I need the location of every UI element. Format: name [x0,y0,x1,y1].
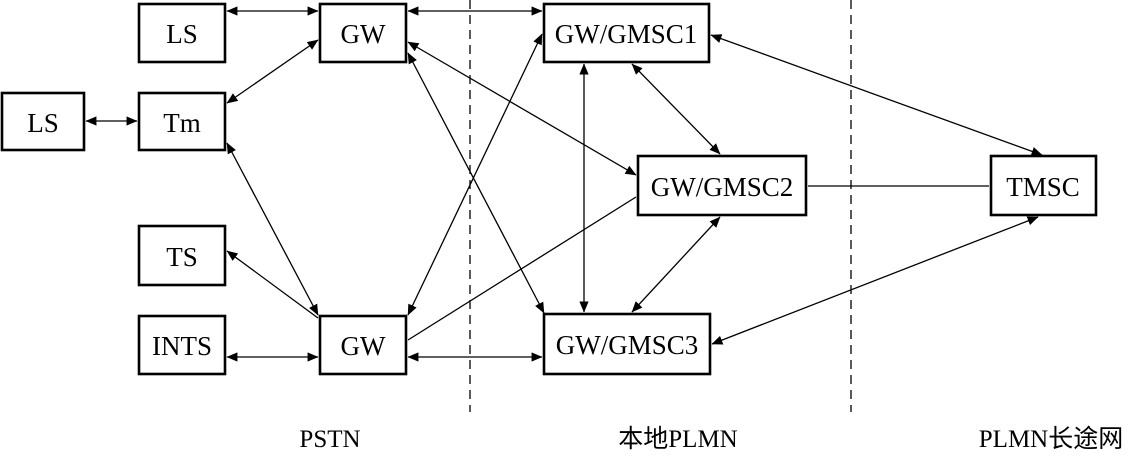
node-ts: TS [137,224,227,287]
connection-tm-gw-bottom [226,142,319,316]
node-ls-top: LS [137,2,227,64]
node-gw-gmsc3-label: GW/GMSC3 [556,330,699,360]
connection-gmsc2-gmsc3 [631,216,721,313]
region-label-pstn: PSTN [299,426,360,453]
region-label-plmn-long-distance: PLMN长途网 [979,425,1123,453]
node-ls-left-label: LS [27,108,59,138]
node-ints-label: INTS [152,331,212,361]
connection-gmsc1-tmsc [710,34,1043,156]
node-tmsc: TMSC [989,154,1098,217]
node-ls-top-label: LS [166,19,198,49]
region-label-local-plmn: 本地PLMN [618,425,737,453]
node-gw-bottom: GW [318,314,408,376]
node-gw-gmsc2-label: GW/GMSC2 [651,172,794,202]
connection-tm-gw-top [226,39,319,104]
node-gw-gmsc3: GW/GMSC3 [542,312,712,376]
node-tm: Tm [137,91,227,152]
node-ts-label: TS [166,242,198,272]
connection-gmsc2-gw-bottom [407,196,637,341]
node-gw-gmsc2: GW/GMSC2 [636,154,808,217]
connection-gmsc1-gmsc2 [631,63,721,155]
connection-gw-bottom-ts [226,250,319,319]
connection-gmsc1-gw-bottom [407,33,543,316]
connection-gw-top-gmsc3 [407,52,545,314]
node-tmsc-label: TMSC [1006,172,1080,202]
node-ints: INTS [137,314,227,376]
connection-gmsc3-tmsc [711,216,1039,345]
node-gw-top: GW [318,2,408,64]
node-tm-label: Tm [163,108,201,138]
node-ls-left: LS [0,91,86,152]
node-gw-gmsc1: GW/GMSC1 [542,2,711,64]
node-gw-top-label: GW [341,19,386,49]
node-gw-bottom-label: GW [341,331,386,361]
connection-lines [85,6,1043,362]
node-gw-gmsc1-label: GW/GMSC1 [555,19,698,49]
